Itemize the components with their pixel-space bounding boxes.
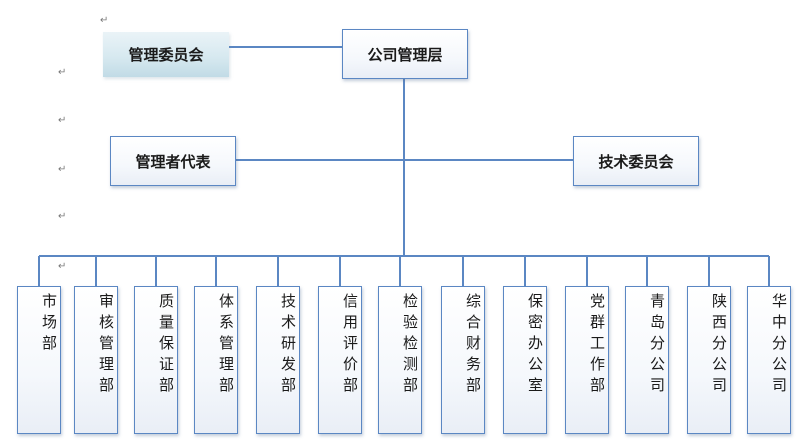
department-box: 审核管理部: [74, 286, 118, 434]
paragraph-mark: ↵: [100, 15, 109, 26]
department-label: 质量保证部: [157, 293, 175, 398]
department-label: 信用评价部: [341, 293, 359, 398]
department-label: 检验检测部: [401, 293, 419, 398]
department-label: 审核管理部: [97, 293, 115, 398]
management-representative-label: 管理者代表: [135, 152, 211, 171]
paragraph-mark: ↵: [58, 211, 67, 222]
department-box: 技术研发部: [256, 286, 300, 434]
department-label: 技术研发部: [279, 293, 297, 398]
department-label: 体系管理部: [217, 293, 235, 398]
paragraph-mark: ↵: [58, 164, 67, 175]
management-committee-box: 管理委员会: [103, 32, 229, 77]
management-representative-box: 管理者代表: [110, 136, 236, 186]
department-box: 华中分公司: [747, 286, 791, 434]
department-box: 质量保证部: [134, 286, 178, 434]
department-label: 陕西分公司: [710, 293, 728, 398]
paragraph-mark: ↵: [58, 261, 67, 272]
technical-committee-box: 技术委员会: [573, 136, 699, 186]
department-label: 市场部: [40, 293, 58, 356]
department-box: 陕西分公司: [687, 286, 731, 434]
company-management-box: 公司管理层: [342, 29, 468, 79]
department-box: 党群工作部: [565, 286, 609, 434]
dept-drop-lines: [38, 256, 770, 286]
department-box: 市场部: [17, 286, 61, 434]
department-box: 信用评价部: [318, 286, 362, 434]
department-label: 青岛分公司: [648, 293, 666, 398]
department-box: 体系管理部: [194, 286, 238, 434]
technical-committee-label: 技术委员会: [598, 152, 674, 171]
department-label: 综合财务部: [464, 293, 482, 398]
department-box: 综合财务部: [441, 286, 485, 434]
department-box: 检验检测部: [378, 286, 422, 434]
department-box: 保密办公室: [503, 286, 547, 434]
management-committee-label: 管理委员会: [128, 46, 204, 64]
paragraph-mark: ↵: [58, 67, 67, 78]
department-label: 华中分公司: [770, 293, 788, 398]
company-management-label: 公司管理层: [367, 45, 443, 64]
department-box: 青岛分公司: [625, 286, 669, 434]
department-label: 党群工作部: [588, 293, 606, 398]
department-label: 保密办公室: [526, 293, 544, 398]
paragraph-mark: ↵: [58, 115, 67, 126]
